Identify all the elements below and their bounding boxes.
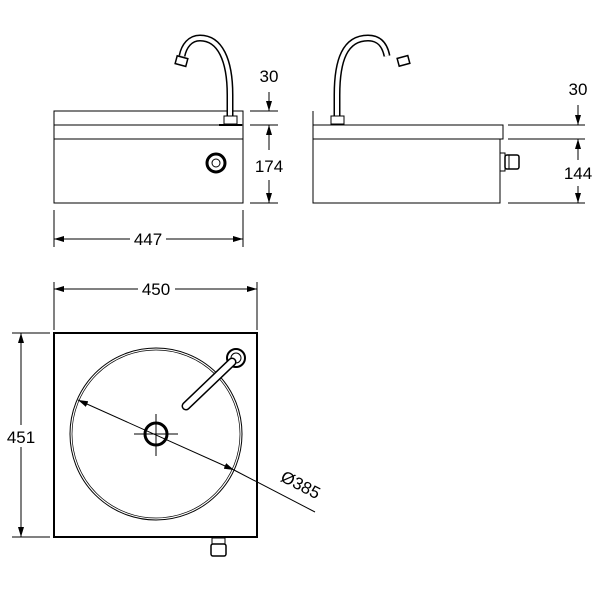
side-height-top-label: 30 (569, 80, 588, 99)
front-dimensions: 30 174 447 (53, 67, 283, 249)
top-view: 450 451 Ø385 (7, 280, 324, 557)
faucet-icon (181, 348, 246, 411)
top-depth-label: 451 (7, 428, 35, 447)
knee-button-icon (205, 152, 227, 174)
front-width-label: 447 (134, 230, 162, 249)
front-body (53, 110, 244, 204)
front-view: 30 174 447 (53, 34, 283, 249)
side-dimensions: 30 144 (508, 80, 592, 204)
side-body (312, 138, 501, 204)
top-outline (53, 332, 258, 538)
side-height-body-label: 144 (564, 164, 592, 183)
bowl (69, 347, 243, 521)
front-height-body-label: 174 (255, 157, 283, 176)
top-width-label: 450 (142, 280, 170, 299)
cable-gland-icon (499, 152, 520, 172)
cable-gland-icon (210, 537, 227, 557)
side-view: 30 144 (312, 34, 592, 204)
bowl-diameter-label: Ø385 (278, 467, 324, 503)
faucet-icon (174, 34, 242, 126)
front-height-top-label: 30 (260, 67, 279, 86)
faucet-icon (330, 34, 411, 125)
